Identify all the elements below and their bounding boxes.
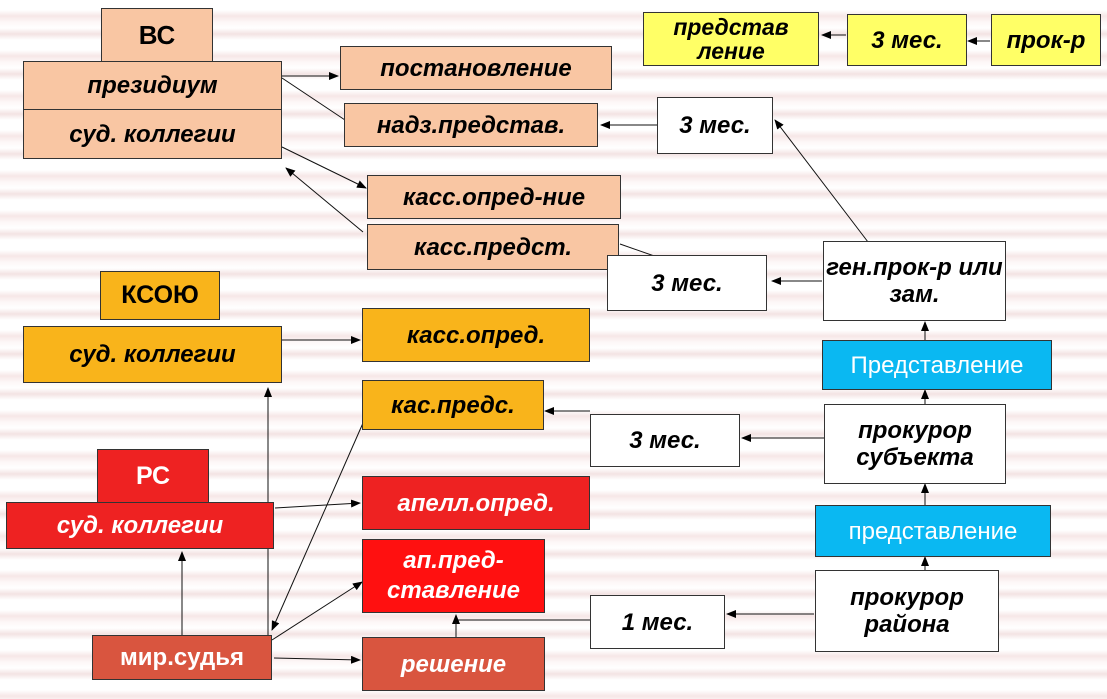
node-sud-kollegii-vs: суд. коллегии xyxy=(23,109,282,159)
arrow-kasspredst-sudkoll xyxy=(285,167,364,233)
arrow-rs-apell xyxy=(274,499,361,509)
node-ksoyu: КСОЮ xyxy=(100,271,220,320)
node-nadz-predstav: надз.представ. xyxy=(344,103,598,147)
node-postanovlenie: постановление xyxy=(340,46,612,90)
arrow-mirsudya-appredst xyxy=(271,581,363,641)
node-mir-sudya: мир.судья xyxy=(92,635,272,680)
node-sud-kollegii-rs: суд. коллегии xyxy=(6,502,274,549)
arrow-mirsudya-reshenie xyxy=(273,655,361,664)
node-kass-opred-nie: касс.опред-ние xyxy=(367,175,621,219)
node-3mes-yellow: 3 мес. xyxy=(847,14,967,66)
node-prok-r: прок-р xyxy=(991,14,1101,66)
node-presidium: президиум xyxy=(23,61,282,110)
node-3mes-c: 3 мес. xyxy=(590,414,740,467)
arrow-sudkoll-kassopred xyxy=(281,146,367,189)
node-vs: ВС xyxy=(101,8,213,62)
arrow-genprok-3mes-upper xyxy=(774,119,869,243)
arrow-kaspreds-mirsudya xyxy=(271,422,364,631)
node-reshenie: решение xyxy=(362,637,545,691)
node-sud-kollegii-ksoyu: суд. коллегии xyxy=(23,326,282,383)
node-kass-opred: касс.опред. xyxy=(362,308,590,362)
arrow-presidium-nadz xyxy=(281,77,346,121)
arrow-1mes-appredst xyxy=(452,614,590,624)
node-apell-opred: апелл.опред. xyxy=(362,476,590,530)
node-rs: РС xyxy=(97,449,209,504)
node-gen-prok: ген.прок-р или зам. xyxy=(823,241,1006,321)
node-ap-predstavlenie: ап.пред- ставление xyxy=(362,539,545,613)
node-kass-predst: касс.предст. xyxy=(367,224,619,270)
node-prokuror-subekta: прокурор субъекта xyxy=(824,404,1006,484)
node-3mes-a: 3 мес. xyxy=(657,97,773,154)
node-prokuror-rayona: прокурор района xyxy=(815,570,999,652)
node-kas-preds: кас.предс. xyxy=(362,380,544,430)
node-predstavlenie-lower: представление xyxy=(815,505,1051,557)
node-3mes-b: 3 мес. xyxy=(607,255,767,311)
node-predstavlenie-upper: Представление xyxy=(822,340,1052,390)
node-predstav-lenie: представ ление xyxy=(643,12,819,66)
node-1mes: 1 мес. xyxy=(590,595,725,649)
